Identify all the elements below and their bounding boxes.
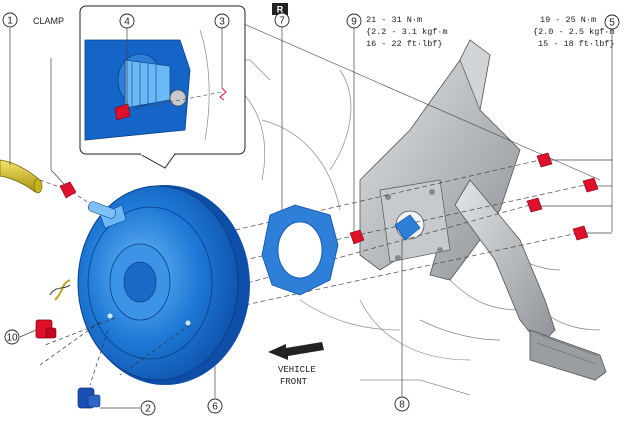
callout-8: 8 [394, 396, 410, 412]
callout-6: 6 [207, 398, 223, 414]
front-label: FRONT [280, 377, 308, 387]
callout-1-number: 1 [7, 16, 13, 27]
callout-4-number: 4 [124, 17, 130, 28]
vehicle-front-indicator: VEHICLE FRONT [268, 342, 324, 387]
callout-4: 4 [119, 13, 135, 29]
callout-2: 2 [140, 400, 156, 416]
brake-booster [39, 185, 250, 386]
r-badge-text: R [277, 5, 284, 15]
callout-7: 7 [274, 12, 290, 28]
callout-6-number: 6 [212, 402, 218, 413]
callout-5-number: 5 [609, 18, 615, 29]
vacuum-sensor-connector [19, 279, 71, 339]
torque-spec-5: 19 - 25 N·m {2.0 - 2.5 kgf·m 15 - 18 ft·… [533, 15, 615, 49]
r-badge: R [272, 3, 288, 15]
callout-10: 10 [4, 329, 20, 345]
torque-5-nm: 19 - 25 N·m [540, 15, 596, 25]
callout-10-number: 10 [6, 333, 18, 344]
callout-2-number: 2 [145, 404, 151, 415]
callout-3: 3 [214, 13, 230, 29]
torque-9-kgfm: {2.2 - 3.1 kgf·m [366, 27, 448, 37]
booster-gasket [261, 204, 339, 296]
torque-9-ftlbf: 16 - 22 ft·lbf} [366, 39, 443, 49]
callout-1: 1 [2, 12, 18, 28]
callout-7-number: 7 [279, 16, 285, 27]
callout-9: 9 [346, 13, 362, 29]
nut-9 [349, 28, 365, 245]
torque-5-ftlbf: 15 - 18 ft·lbf} [538, 39, 615, 49]
clevis-pin [394, 214, 421, 396]
torque-5-kgfm: {2.0 - 2.5 kgf·m [533, 27, 615, 37]
hose-clamp [50, 58, 77, 199]
detail-inset [79, 5, 246, 169]
pedal-bracket-assembly [359, 39, 607, 381]
vacuum-hose [0, 159, 43, 194]
vehicle-front-arrow-icon [268, 342, 324, 360]
torque-spec-9: 21 - 31 N·m {2.2 - 3.1 kgf·m 16 - 22 ft·… [366, 15, 448, 49]
callout-8-number: 8 [399, 400, 405, 411]
clamp-label: CLAMP [33, 16, 64, 26]
torque-9-nm: 21 - 31 N·m [366, 15, 422, 25]
nuts-5 [526, 30, 613, 241]
check-valve [77, 387, 140, 409]
vehicle-label: VEHICLE [278, 365, 316, 375]
callout-5: 5 [604, 14, 620, 30]
callout-3-number: 3 [219, 17, 225, 28]
callout-9-number: 9 [351, 17, 357, 28]
